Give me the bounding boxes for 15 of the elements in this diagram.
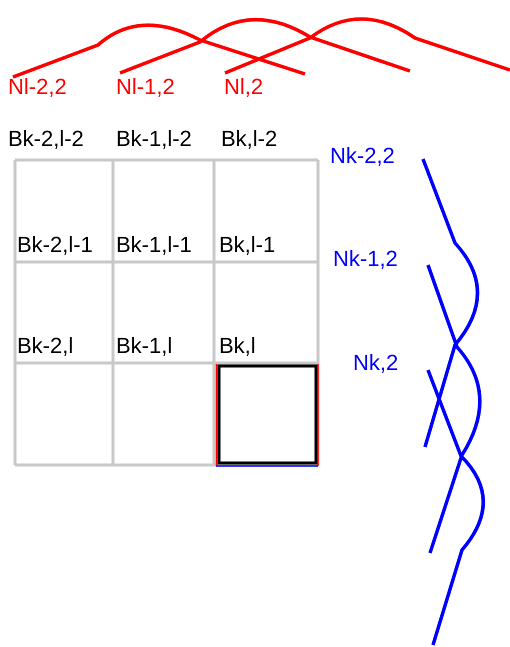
- cell-label: Bk-1,l-2: [116, 126, 192, 152]
- cell-label: Bk-1,l-1: [116, 232, 192, 258]
- cell-label: Bk,l: [219, 333, 256, 359]
- cell-label: Bk,l-2: [221, 126, 278, 152]
- cell-label: Bk-2,l-1: [17, 232, 93, 258]
- basis-label: Nl-1,2: [116, 74, 175, 100]
- cell-label: Bk-2,l-2: [8, 126, 84, 152]
- cell-label: Bk,l-1: [219, 232, 276, 258]
- cell-label: Bk-1,l: [116, 333, 172, 359]
- basis-label: Nk-2,2: [330, 143, 395, 169]
- basis-label: Nl-2,2: [8, 74, 67, 100]
- basis-label: Nk,2: [353, 350, 398, 376]
- cell-label: Bk-2,l: [17, 333, 74, 359]
- basis-label: Nl,2: [224, 74, 264, 100]
- basis-label: Nk-1,2: [333, 246, 398, 272]
